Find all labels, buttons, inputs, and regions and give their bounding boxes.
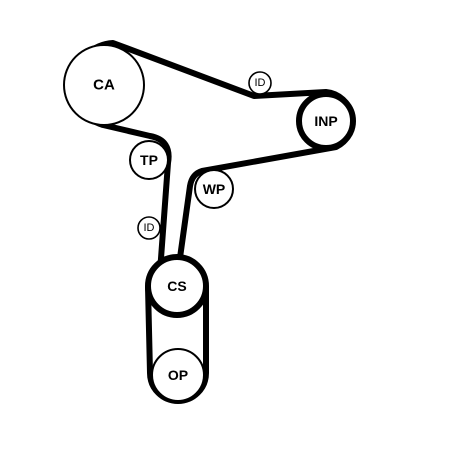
pulley-ca-label: CA [93, 77, 115, 94]
pulley-op: OP [151, 348, 205, 402]
pulley-inp: INP [296, 91, 356, 151]
idler-lower: ID [137, 216, 161, 240]
pulley-tp-label: TP [140, 152, 158, 168]
idler-upper: ID [248, 71, 272, 95]
pulley-op-label: OP [168, 367, 188, 383]
pulley-cs: CS [145, 254, 209, 318]
idler-lower-label: ID [144, 222, 155, 234]
pulley-wp: WP [194, 169, 234, 209]
pulley-cs-label: CS [167, 278, 186, 294]
pulley-tp: TP [129, 140, 169, 180]
idler-upper-label: ID [255, 77, 266, 89]
pulley-wp-label: WP [203, 181, 226, 197]
pulley-ca: CA [63, 44, 145, 126]
pulley-inp-label: INP [314, 113, 337, 129]
